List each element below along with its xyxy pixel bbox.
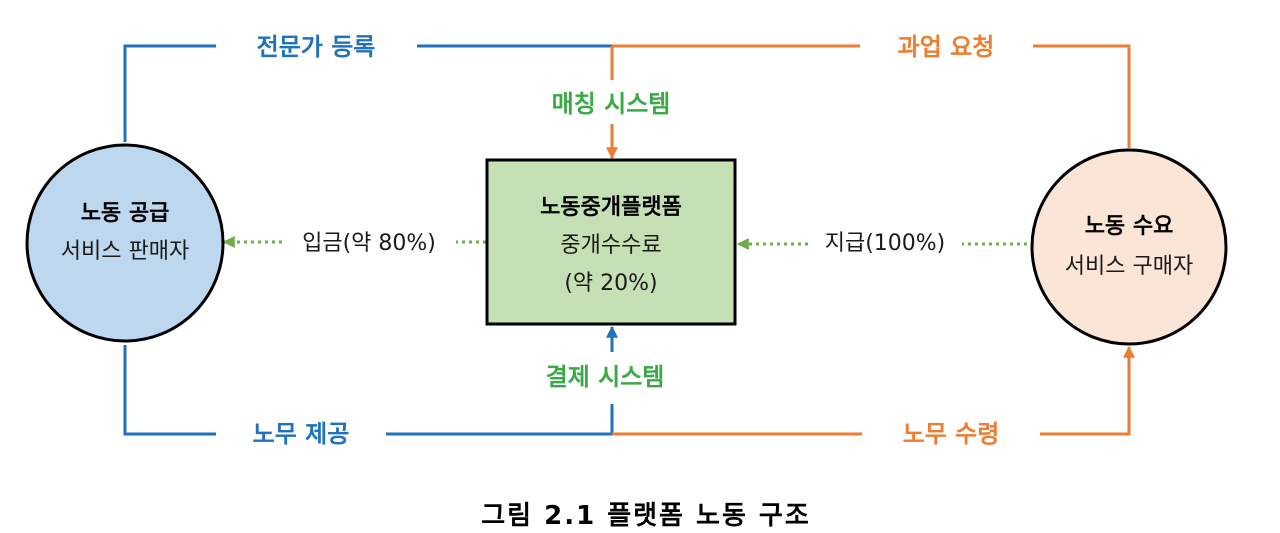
platform-title: 노동중개플랫폼	[540, 195, 682, 220]
task-request-line-right	[1033, 44, 1131, 148]
buyer-title: 노동 수요	[1085, 214, 1174, 239]
task-request-label: 과업 요청	[898, 33, 995, 61]
platform-fee-rate: (약 20%)	[564, 271, 657, 296]
supplier-title: 노동 공급	[81, 201, 170, 226]
labor-receipt-arrow	[1040, 345, 1135, 436]
matching-system-label: 매칭 시스템	[552, 90, 671, 118]
expert-registration-label: 전문가 등록	[257, 33, 376, 61]
supplier-node	[25, 143, 225, 343]
deposit-label: 입금(약 80%)	[302, 231, 436, 256]
payment-flow-label: 지급(100%)	[825, 231, 946, 256]
supplier-subtitle: 서비스 판매자	[61, 239, 189, 264]
labor-receipt-label: 노무 수령	[903, 420, 1000, 448]
labor-provision-label: 노무 제공	[253, 420, 350, 448]
platform-node	[485, 158, 737, 326]
labor-provision-line-left	[123, 345, 216, 436]
buyer-subtitle: 서비스 구매자	[1065, 254, 1193, 279]
buyer-node	[1030, 148, 1228, 346]
figure-caption: 그림 2.1 플랫폼 노동 구조	[481, 501, 811, 531]
expert-registration-line-left	[123, 44, 216, 142]
payment-system-label: 결제 시스템	[546, 363, 665, 391]
platform-fee-label: 중개수수료	[560, 233, 661, 258]
